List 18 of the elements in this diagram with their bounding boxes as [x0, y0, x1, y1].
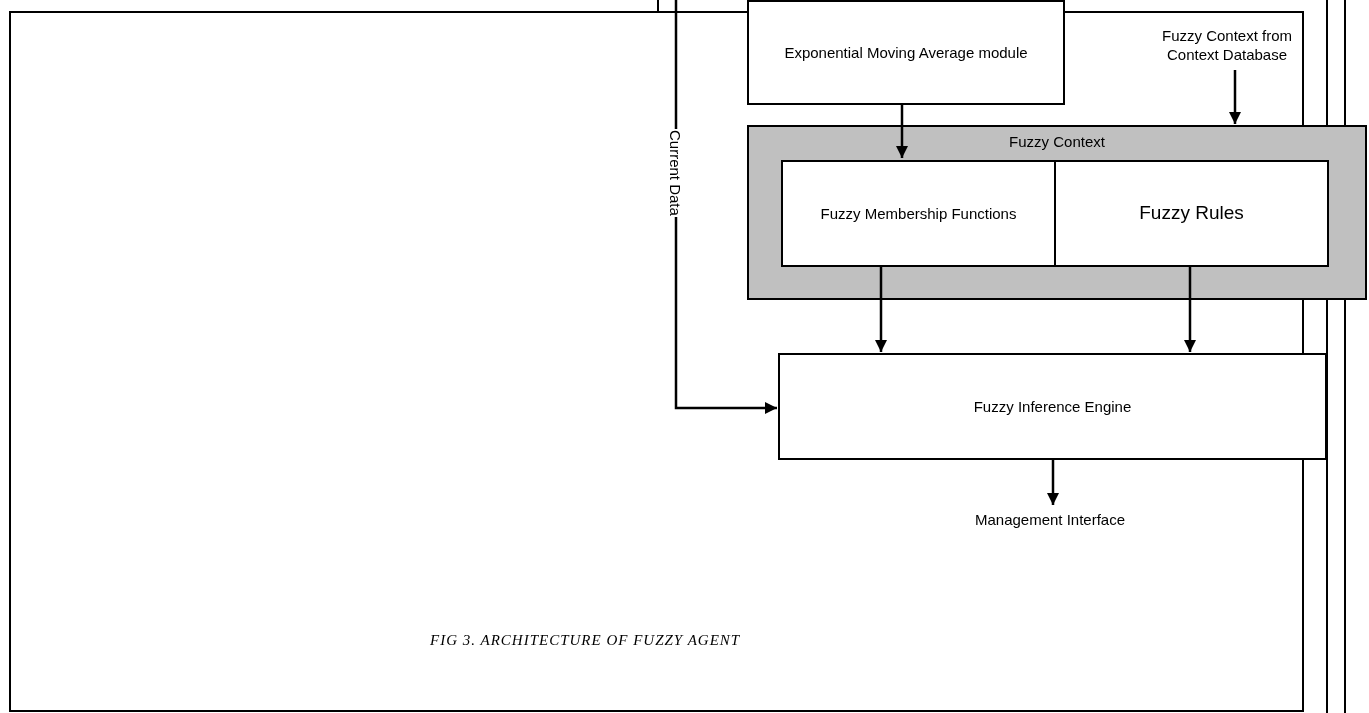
arrow	[895, 105, 909, 158]
arrow	[874, 267, 888, 352]
box-label: Fuzzy Membership Functions	[820, 203, 1017, 224]
context-group	[747, 125, 1367, 300]
rules-box	[1054, 160, 1329, 267]
group-heading: Fuzzy Context	[1009, 132, 1105, 152]
module-box	[747, 0, 1065, 105]
box-label: Fuzzy Inference Engine	[973, 396, 1132, 417]
arrow	[1183, 267, 1197, 352]
box-label: Fuzzy Rules	[1139, 201, 1244, 226]
figure-caption: FIG 3. ARCHITECTURE OF FUZZY AGENT	[430, 632, 741, 649]
function-box	[781, 160, 1056, 267]
input-label: Fuzzy Context from Context Database	[1160, 25, 1293, 65]
arrow	[1046, 460, 1060, 505]
engine-box	[778, 353, 1327, 460]
arrow	[1228, 70, 1242, 124]
box-label: Exponential Moving Average module	[784, 42, 1028, 63]
output-label: Management Interface	[974, 510, 1126, 530]
